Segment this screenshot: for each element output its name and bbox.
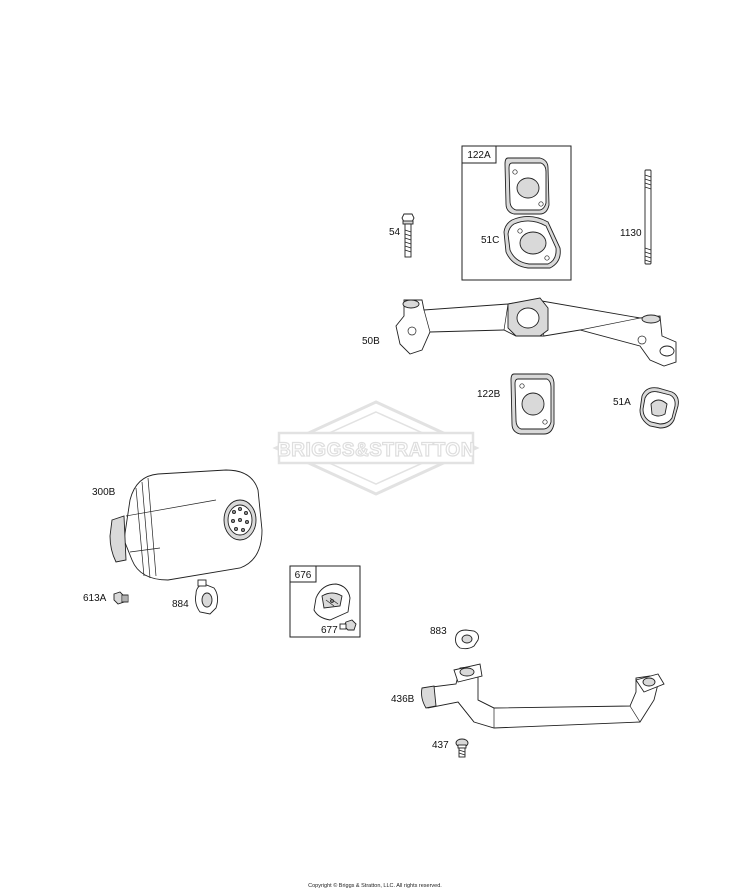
label-677: 677 (321, 625, 338, 636)
label-50B: 50B (362, 336, 380, 347)
label-437: 437 (432, 740, 449, 751)
exhaust-pipe-part-436B[interactable] (421, 663, 665, 729)
label-676: 676 (295, 570, 312, 581)
label-54: 54 (389, 227, 401, 238)
copyright-footer: Copyright © Briggs & Stratton, LLC. All … (308, 883, 442, 889)
label-883: 883 (430, 626, 447, 637)
screw-part-613A[interactable] (113, 591, 129, 605)
kit-box-122A[interactable]: 122A (461, 145, 572, 281)
label-122B: 122B (477, 389, 501, 400)
gasket-part-883[interactable] (455, 629, 479, 650)
brand-watermark: BRIGGS&STRATTON (272, 400, 480, 496)
clamp-part-884[interactable] (195, 579, 219, 615)
exhaust-manifold-part-50B[interactable] (395, 297, 677, 367)
muffler-part-300B[interactable] (109, 469, 263, 581)
kit-box-676[interactable]: 676 (289, 565, 361, 638)
label-51C: 51C (481, 235, 499, 246)
label-122A: 122A (467, 150, 491, 161)
label-884: 884 (172, 599, 189, 610)
label-51A: 51A (613, 397, 631, 408)
watermark-text: BRIGGS&STRATTON (277, 440, 475, 461)
deflector-part-676[interactable] (313, 583, 351, 621)
screw-part-437[interactable] (455, 738, 469, 758)
label-300B: 300B (92, 487, 116, 498)
gasket-part-51C[interactable] (503, 216, 561, 269)
label-436B: 436B (391, 694, 415, 705)
label-613A: 613A (83, 593, 107, 604)
bolt-part-54[interactable] (401, 213, 415, 258)
stud-part-1130[interactable] (644, 169, 652, 265)
gasket-part-122A[interactable] (504, 157, 550, 215)
label-1130: 1130 (620, 228, 642, 239)
gasket-part-122B[interactable] (510, 373, 555, 435)
gasket-part-51A[interactable] (639, 387, 679, 429)
screw-part-677[interactable] (339, 619, 357, 631)
